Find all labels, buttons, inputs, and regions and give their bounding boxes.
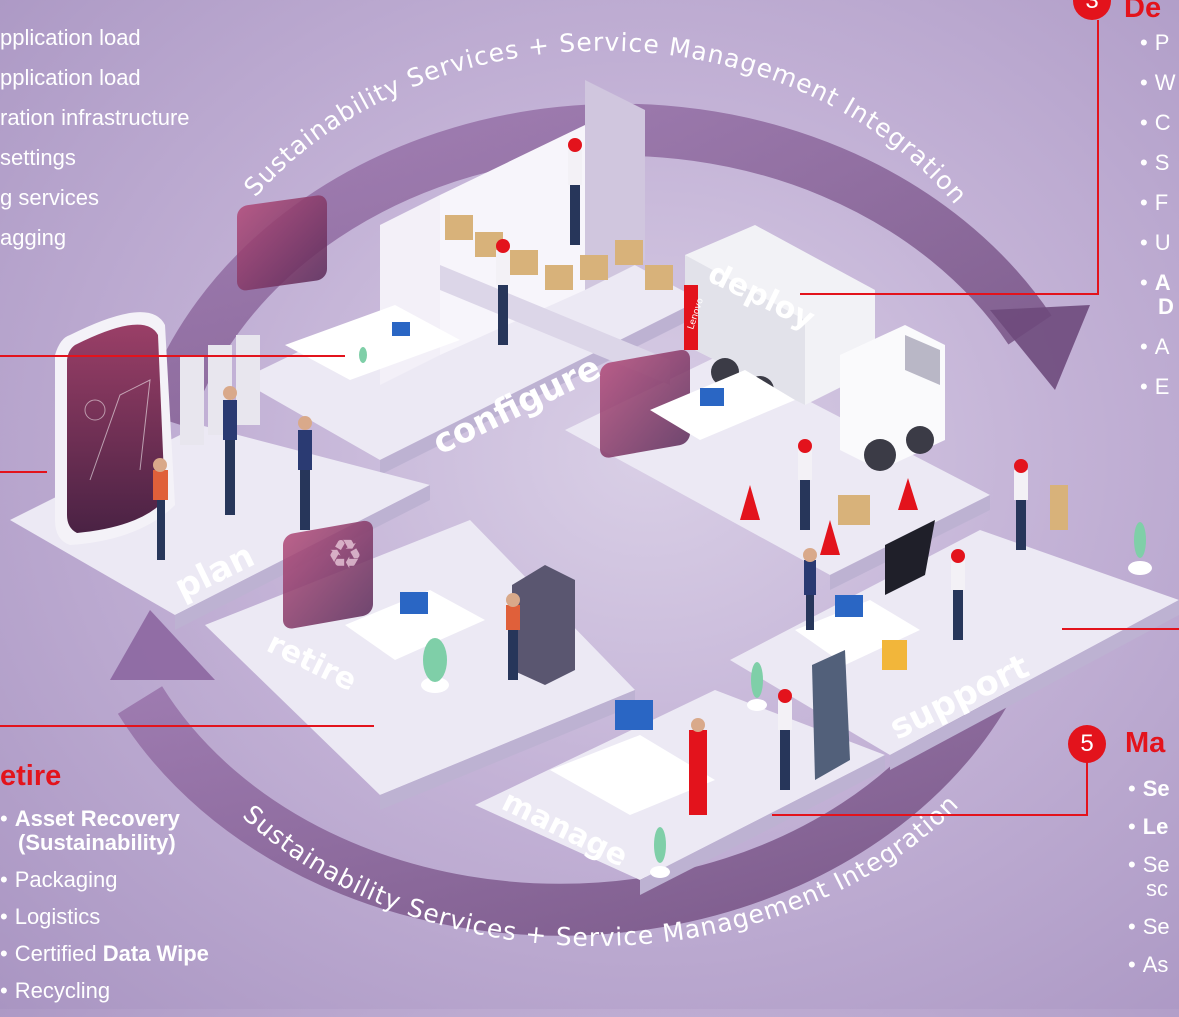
plant-pot	[357, 347, 369, 369]
top-left-list-item: agging	[0, 225, 67, 250]
configure-desk	[285, 305, 460, 380]
manage-list-item: Le	[1128, 816, 1170, 838]
configure-screen-panel	[237, 195, 327, 291]
manage-desk	[550, 735, 715, 815]
retire-list-item-text: Recycling	[14, 978, 111, 1003]
retire-list-item: Asset Recovery(Sustainability)	[0, 808, 209, 854]
people	[153, 138, 1028, 815]
deploy-number-badge: 3	[1073, 0, 1111, 20]
top-left-list-item: settings	[0, 145, 76, 170]
manage-list-item-text: Le	[1142, 814, 1169, 839]
recycle-panel	[283, 520, 373, 629]
deploy-list-item: W	[1140, 70, 1176, 95]
manage-server	[812, 650, 850, 780]
top-left-list-item: ration infrastructure	[0, 105, 190, 130]
box-stack	[1050, 485, 1068, 530]
deploy-monitor	[700, 388, 724, 406]
deploy-list-item-text: E	[1154, 374, 1170, 399]
manage-list-item: As	[1128, 954, 1170, 976]
deploy-list-item-text: U	[1154, 230, 1171, 255]
retire-heading: etire	[0, 760, 62, 792]
deploy-list-item: E	[1140, 376, 1175, 398]
leader-line-manage	[772, 745, 1088, 816]
top-left-list: pplication load pplication load ration inf…	[0, 27, 190, 267]
deploy-list-item-continuation: D	[1158, 294, 1174, 319]
deploy-list: PWCSFUADAE	[1140, 32, 1176, 416]
retire-list-item: Recycling	[0, 980, 209, 1002]
manage-list: SeLeSescSeAs	[1128, 778, 1170, 992]
plant-pot	[650, 827, 670, 878]
plant-pot	[1128, 522, 1152, 575]
recycle-icon: ♻	[327, 533, 363, 577]
top-left-list-item: pplication load	[0, 25, 141, 50]
deploy-number: 3	[1085, 0, 1099, 14]
delivery-truck: Lenovo	[684, 225, 945, 471]
deploy-heading: De	[1124, 0, 1162, 24]
leader-line-deploy	[800, 20, 1099, 295]
manage-list-item-text: As	[1142, 952, 1169, 977]
support-desk	[795, 600, 920, 665]
conveyor-belt	[440, 215, 673, 385]
top-left-list-item: g services	[0, 185, 100, 210]
retire-list: Asset Recovery(Sustainability) PackagingL…	[0, 808, 209, 1017]
box	[838, 495, 870, 525]
traffic-cone	[820, 520, 840, 555]
cycle-arrow-bottom	[110, 610, 1035, 936]
support-board	[885, 520, 935, 595]
traffic-cone	[898, 478, 918, 510]
top-left-list-item: pplication load	[0, 65, 141, 90]
deploy-list-item-text: A	[1154, 334, 1170, 359]
deploy-list-item: P	[1140, 32, 1175, 54]
deploy-list-item: U	[1140, 232, 1175, 254]
retire-server	[512, 565, 575, 685]
retire-desk	[345, 590, 485, 660]
manage-monitor	[615, 700, 653, 730]
leader-lines	[0, 20, 1179, 816]
deploy-list-item-text: P	[1154, 30, 1170, 55]
manage-list-item-text: Se	[1142, 852, 1170, 877]
manage-number: 5	[1080, 730, 1094, 757]
deploy-list-item: S	[1140, 152, 1175, 174]
manage-number-badge: 5	[1068, 725, 1106, 763]
plant-pot	[421, 638, 449, 693]
retire-list-item: Logistics	[0, 906, 209, 928]
manage-list-item-text: Se	[1142, 914, 1170, 939]
plan-tablet	[55, 312, 175, 545]
retire-list-item-text: Certified	[14, 941, 103, 966]
deploy-globe-panel	[600, 349, 690, 458]
deploy-list-item-text: F	[1154, 190, 1169, 215]
retire-list-item-text: Asset Recovery	[14, 806, 180, 831]
retire-list-item-text: Logistics	[14, 904, 101, 929]
deploy-list-item: C	[1140, 112, 1175, 134]
deploy-list-item-text: W	[1154, 70, 1176, 95]
deploy-list-item: AD	[1140, 272, 1175, 318]
retire-list-item: Certified Data Wipe	[0, 943, 209, 965]
manage-list-item: Se	[1128, 778, 1170, 800]
manage-list-item-continuation: sc	[1146, 876, 1168, 901]
manage-heading: Ma	[1125, 727, 1166, 759]
retire-list-item: Packaging	[0, 869, 209, 891]
deploy-list-item-text: A	[1154, 270, 1171, 295]
traffic-cone	[740, 485, 760, 520]
manage-list-item: Se	[1128, 916, 1170, 938]
deploy-list-item: A	[1140, 336, 1175, 358]
deploy-list-item: F	[1140, 192, 1175, 214]
deploy-list-item-text: C	[1154, 110, 1171, 135]
configure-monitor	[392, 322, 410, 336]
retire-list-item-continuation: (Sustainability)	[18, 830, 176, 855]
manage-list-item-text: Se	[1142, 776, 1170, 801]
retire-monitor	[400, 592, 428, 614]
retire-list-item-text: Packaging	[14, 867, 118, 892]
plant-pot	[747, 662, 767, 711]
cycle-arrow-top	[140, 103, 1090, 428]
retire-list-item-bold: Data Wipe	[102, 941, 209, 966]
deploy-list-item-text: S	[1154, 150, 1170, 175]
support-monitor	[835, 595, 863, 617]
